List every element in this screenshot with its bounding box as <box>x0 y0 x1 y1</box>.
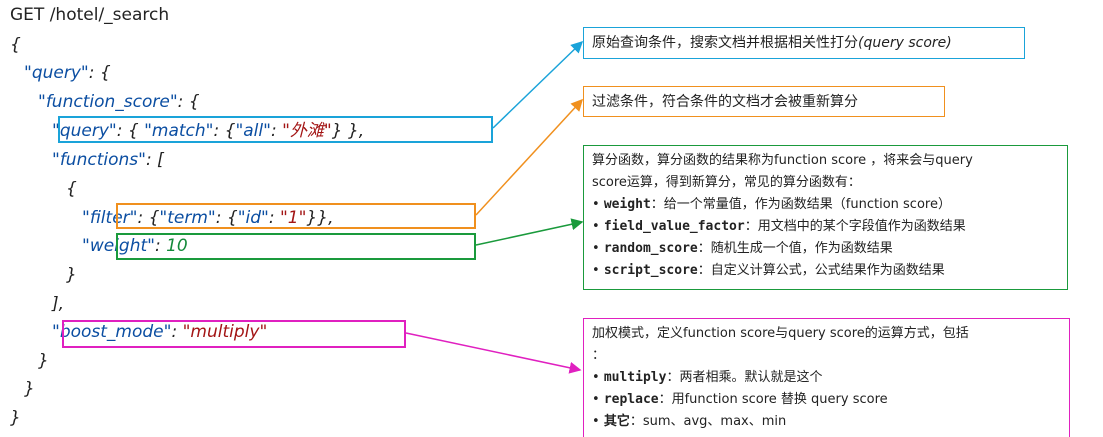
boost-mode-name: multiply <box>603 370 667 385</box>
close-brace: } <box>10 408 21 428</box>
query-note-text: 原始查询条件，搜索文档并根据相关性打分 <box>592 35 858 51</box>
function-name: field_value_factor <box>603 219 745 234</box>
function-name: weight <box>603 197 651 212</box>
function-desc: ：随机生成一个值，作为函数结果 <box>697 241 893 256</box>
weight-value: 10 <box>166 236 188 256</box>
query-note-suffix: (query score) <box>858 35 952 51</box>
inner-query-line: "query": { "match": {"all": "外滩"} }, <box>52 121 365 141</box>
filter-note: 过滤条件，符合条件的文档才会被重新算分 <box>583 86 945 117</box>
query-key: "query" <box>24 63 89 83</box>
boost-mode-name: 其它 <box>603 414 630 429</box>
query-highlight-box <box>58 116 493 143</box>
boost-mode-key: "boost_mode" <box>52 322 172 342</box>
function-score-key: "function_score" <box>38 92 178 112</box>
function-desc: ：用文档中的某个字段值作为函数结果 <box>744 219 966 234</box>
match-key: "match" <box>144 121 214 141</box>
query-note: 原始查询条件，搜索文档并根据相关性打分(query score) <box>583 27 1025 59</box>
filter-key: "filter" <box>82 208 138 228</box>
boost-note: 加权模式，定义function score与query score的运算方式，包… <box>583 318 1070 437</box>
functions-close-bracket: ], <box>52 294 65 314</box>
query-close-brace: } <box>24 379 35 399</box>
boost-mode-value: "multiply" <box>182 322 268 342</box>
functions-key: "functions" <box>52 150 146 170</box>
function-desc: ：自定义计算公式，公式结果作为函数结果 <box>697 263 945 278</box>
query-line: "query": { <box>24 63 111 83</box>
function-close-brace: } <box>66 265 77 285</box>
open-brace: { <box>10 35 21 55</box>
request-line: GET /hotel/_search <box>10 5 170 25</box>
inner-query-key: "query" <box>52 121 117 141</box>
boost-list-item: • multiply：两者相乘。默认就是这个 <box>592 370 823 385</box>
weight-highlight-box <box>116 233 476 260</box>
query-arrow <box>492 40 584 129</box>
function-open-brace: { <box>66 179 77 199</box>
filter-arrow <box>475 98 584 216</box>
id-key: "id" <box>237 208 269 228</box>
term-key: "term" <box>159 208 216 228</box>
filter-line: "filter": {"term": {"id": "1"}}, <box>82 208 334 228</box>
weight-arrow <box>475 218 584 246</box>
filter-highlight-box <box>116 203 476 229</box>
id-value: "1" <box>279 208 307 228</box>
boost-mode-highlight-box <box>62 320 406 348</box>
boost-mode-line: "boost_mode": "multiply" <box>52 322 268 342</box>
weight-line: "weight": 10 <box>82 236 188 256</box>
boost-mode-desc: ：用function score 替换 query score <box>658 392 888 407</box>
function-list-item: • random_score：随机生成一个值，作为函数结果 <box>592 241 893 256</box>
function-list: • weight：给一个常量值，作为函数结果（function score） •… <box>592 194 1059 282</box>
function-note-intro-2: score运算，得到新算分，常见的算分函数有： <box>592 175 861 190</box>
boost-list-item: • replace：用function score 替换 query score <box>592 392 888 407</box>
function-list-item: • field_value_factor：用文档中的某个字段值作为函数结果 <box>592 219 966 234</box>
function-desc: ：给一个常量值，作为函数结果（function score） <box>650 197 951 212</box>
boost-list: • multiply：两者相乘。默认就是这个 • replace：用functi… <box>592 367 1061 433</box>
function-list-item: • script_score：自定义计算公式，公式结果作为函数结果 <box>592 263 945 278</box>
boost-list-item: • 其它：sum、avg、max、min <box>592 414 787 429</box>
function-name: script_score <box>603 263 698 278</box>
boost-mode-desc: ：sum、avg、max、min <box>629 414 787 429</box>
boost-mode-arrow <box>405 332 582 374</box>
function-note: 算分函数，算分函数的结果称为function score ，将来会与query … <box>583 145 1068 290</box>
filter-note-text: 过滤条件，符合条件的文档才会被重新算分 <box>592 94 858 110</box>
boost-note-intro-2: ： <box>592 348 606 363</box>
weight-key: "weight" <box>82 236 155 256</box>
function-list-item: • weight：给一个常量值，作为函数结果（function score） <box>592 197 951 212</box>
function-name: random_score <box>603 241 698 256</box>
boost-note-intro-1: 加权模式，定义function score与query score的运算方式，包… <box>592 326 969 341</box>
boost-mode-desc: ：两者相乘。默认就是这个 <box>666 370 823 385</box>
function-score-line: "function_score": { <box>38 92 200 112</box>
boost-mode-name: replace <box>603 392 659 407</box>
all-value: "外滩" <box>282 121 332 141</box>
function-score-close-brace: } <box>38 351 49 371</box>
function-note-intro-1: 算分函数，算分函数的结果称为function score ，将来会与query <box>592 153 973 168</box>
all-key: "all" <box>235 121 271 141</box>
functions-line: "functions": [ <box>52 150 164 170</box>
